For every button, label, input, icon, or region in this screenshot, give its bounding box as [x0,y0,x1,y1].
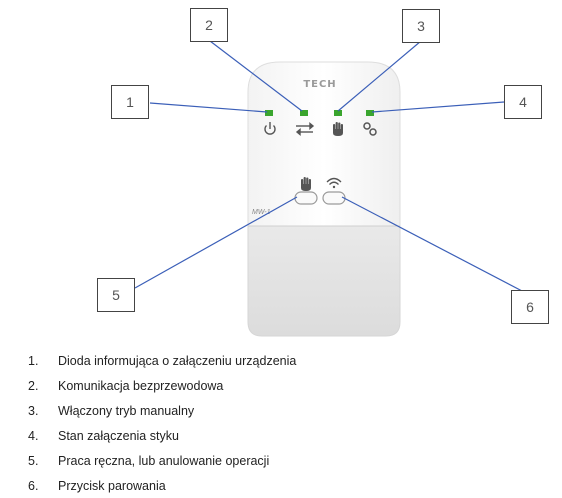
led-1 [265,110,273,116]
legend-text: Stan załączenia styku [58,428,179,443]
status-leds [265,110,374,116]
legend-number: 2. [28,378,39,393]
callout-4: 4 [504,85,542,119]
callout-1: 1 [111,85,149,119]
legend-number: 1. [28,353,39,368]
legend-number: 6. [28,478,39,493]
device-body [247,61,401,337]
wifi-icon [326,177,342,189]
transfer-arrows-icon [295,122,315,136]
legend-text: Włączony tryb manualny [58,403,195,418]
brand-logo: TECH [303,79,336,90]
callout-5: 5 [97,278,135,312]
callout-2: 2 [190,8,228,42]
legend-item: 1. Dioda informująca o załączeniu urządz… [28,348,548,373]
power-icon [264,122,276,135]
manual-cancel-button[interactable] [294,191,318,205]
legend-item: 4. Stan załączenia styku [28,423,548,448]
callout-6: 6 [511,290,549,324]
led-2 [300,110,308,116]
pairing-button[interactable] [322,191,346,205]
legend-item: 2. Komunikacja bezprzewodowa [28,373,548,398]
callout-3: 3 [402,9,440,43]
button-hand-icon [301,177,311,191]
legend-text: Praca ręczna, lub anulowanie operacji [58,453,270,468]
legend-text: Przycisk parowania [58,478,166,493]
legend-item: 6. Przycisk parowania [28,473,548,498]
legend-text: Komunikacja bezprzewodowa [58,378,224,393]
model-label: MW-1 [252,209,271,216]
legend-number: 3. [28,403,39,418]
legend-list: 1. Dioda informująca o załączeniu urządz… [28,348,548,498]
legend-text: Dioda informująca o załączeniu urządzeni… [58,353,297,368]
legend-number: 4. [28,428,39,443]
gears-icon [363,122,377,136]
callout-leader-lines [134,40,525,293]
led-3 [334,110,342,116]
legend-item: 3. Włączony tryb manualny [28,398,548,423]
hand-icon [333,122,343,136]
legend-item: 5. Praca ręczna, lub anulowanie operacji [28,448,548,473]
led-4 [366,110,374,116]
legend-number: 5. [28,453,39,468]
